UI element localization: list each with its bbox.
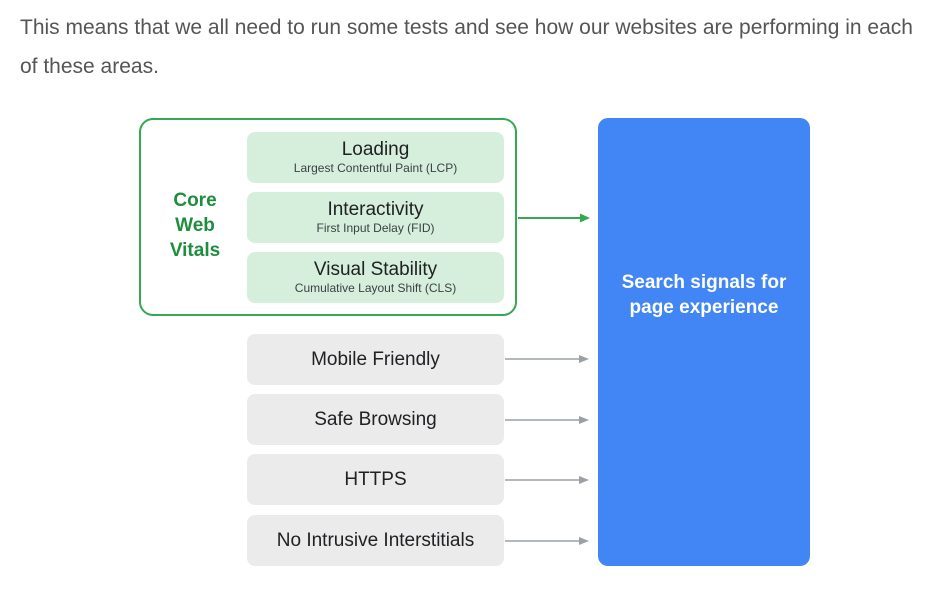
mobile-friendly-box: Mobile Friendly	[247, 334, 504, 385]
safe-browsing-box: Safe Browsing	[247, 394, 504, 445]
core-web-vitals-arrow	[518, 213, 590, 223]
no-intrusive-interstitials-arrow	[505, 537, 589, 545]
box-title: Safe Browsing	[314, 408, 437, 430]
https-box: HTTPS	[247, 454, 504, 505]
core-web-vitals-group	[139, 118, 517, 316]
search-signals-box: Search signals for page experience	[598, 118, 810, 566]
box-title: Visual Stability	[313, 259, 438, 280]
box-subtitle: First Input Delay (FID)	[316, 221, 435, 235]
box-subtitle: Cumulative Layout Shift (CLS)	[294, 281, 457, 295]
box-title: No Intrusive Interstitials	[276, 529, 475, 551]
core-web-vitals-label-line: Vitals	[169, 240, 221, 261]
box-subtitle: Largest Contentful Paint (LCP)	[293, 161, 458, 175]
safe-browsing-arrow	[505, 416, 589, 424]
visual-stability-box: Visual Stability Cumulative Layout Shift…	[247, 252, 504, 303]
box-title: HTTPS	[344, 468, 407, 490]
box-title: Interactivity	[327, 199, 424, 220]
no-intrusive-interstitials-box: No Intrusive Interstitials	[247, 515, 504, 566]
loading-box: Loading Largest Contentful Paint (LCP)	[247, 132, 504, 183]
core-web-vitals-label-line: Core	[173, 190, 217, 211]
intro-paragraph: This means that we all need to run some …	[20, 16, 913, 78]
core-web-vitals-label: Core Web Vitals	[150, 188, 240, 263]
core-web-vitals-label-line: Web	[175, 215, 215, 236]
mobile-friendly-arrow	[505, 355, 589, 363]
https-arrow	[505, 476, 589, 484]
box-title: Mobile Friendly	[311, 348, 440, 370]
interactivity-box: Interactivity First Input Delay (FID)	[247, 192, 504, 243]
box-title: Loading	[341, 139, 410, 160]
search-signals-label: Search signals for page experience	[621, 272, 787, 318]
